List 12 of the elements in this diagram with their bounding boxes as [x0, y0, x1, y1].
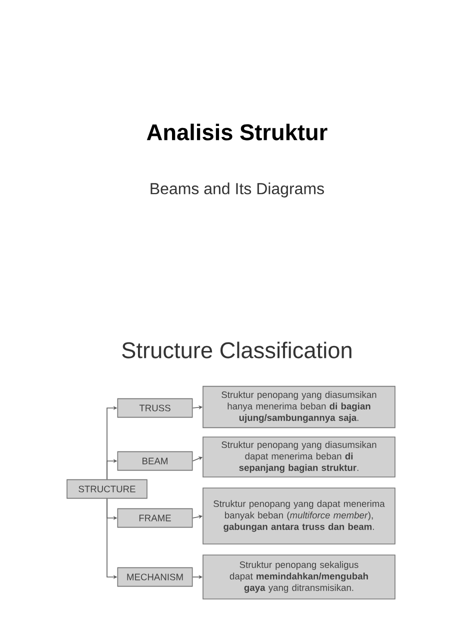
heading: Structure Classification: [122, 342, 352, 358]
description-box: Struktur penopang yang dapat menerima banyak beban (multiforce member), gabungan antara truss dan beam.: [202, 488, 396, 544]
description-box: Struktur penopang yang diasumsikan dapat menerima beban di sepanjang bagian struktur.: [202, 436, 396, 478]
category-box: BEAM: [117, 451, 193, 471]
description-box: Struktur penopang yang diasumsikan hanya menerima beban di bagian ujung/sambungannya saja.: [202, 386, 396, 428]
category-box: FRAME: [117, 508, 193, 528]
category-box: TRUSS: [117, 398, 193, 418]
subtitle: Beams and Its Diagrams: [150, 182, 324, 198]
category-box: MECHANISM: [117, 567, 193, 587]
description-box: Struktur penopang sekaligus dapat memindahkan/mengubah gaya yang ditransmisikan.: [202, 554, 396, 600]
title: Analisis Struktur: [146, 124, 328, 140]
category-box: STRUCTURE: [66, 479, 148, 499]
